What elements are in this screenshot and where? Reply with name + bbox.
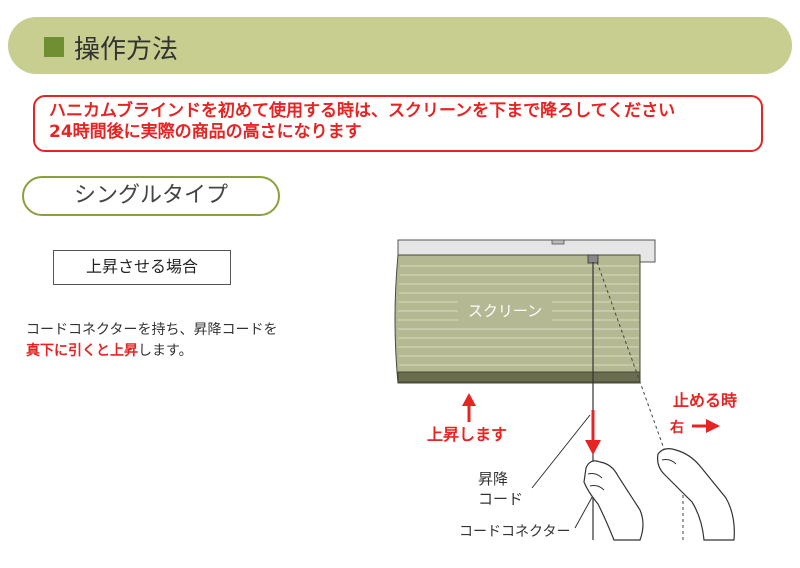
connector-label: コードコネクター xyxy=(459,524,570,540)
stop-label: 止める時 xyxy=(673,391,737,410)
notice-line-2: 24時間後に実際の商品の高さになります xyxy=(49,122,362,142)
notice-box: ハニカムブラインドを初めて使用する時は、スクリーンを下まで降ろしてください 24… xyxy=(33,95,763,152)
screen-label: スクリーン xyxy=(468,302,542,320)
cord-label-1: 昇降 xyxy=(478,470,508,488)
cord-label-2: コード xyxy=(478,490,523,508)
description: コードコネクターを持ち、昇降コードを 真下に引くと上昇します。 xyxy=(26,320,277,362)
description-emphasis: 真下に引くと上昇 xyxy=(26,343,138,359)
description-line-1: コードコネクターを持ち、昇降コードを xyxy=(26,322,278,338)
hand-right-icon xyxy=(657,448,735,541)
pull-arrow-head xyxy=(585,440,601,455)
notice-line-1: ハニカムブラインドを初めて使用する時は、スクリーンを下まで降ろしてください xyxy=(49,101,676,121)
bottom-rail xyxy=(397,371,641,383)
square-bullet-icon xyxy=(44,37,64,57)
hand-left-icon xyxy=(583,460,644,541)
right-label: 右 xyxy=(669,419,684,436)
description-rest: します。 xyxy=(138,343,193,359)
dashed-cord xyxy=(596,261,669,461)
screen-pleats xyxy=(398,265,639,366)
rise-arrow-head xyxy=(462,393,476,406)
rise-label: 上昇します xyxy=(427,425,507,444)
description-line-2: 真下に引くと上昇します。 xyxy=(26,341,277,362)
cord-fitting xyxy=(587,254,599,264)
page-title: 操作方法 xyxy=(74,35,179,65)
cord-leader xyxy=(531,414,591,489)
section-header: 操作方法 xyxy=(8,17,792,74)
case-label-box: 上昇させる場合 xyxy=(53,250,231,285)
rail-bracket xyxy=(551,239,565,245)
right-arrow-head xyxy=(706,419,720,433)
type-pill: シングルタイプ xyxy=(22,176,280,216)
screen-label-bg xyxy=(458,299,552,321)
